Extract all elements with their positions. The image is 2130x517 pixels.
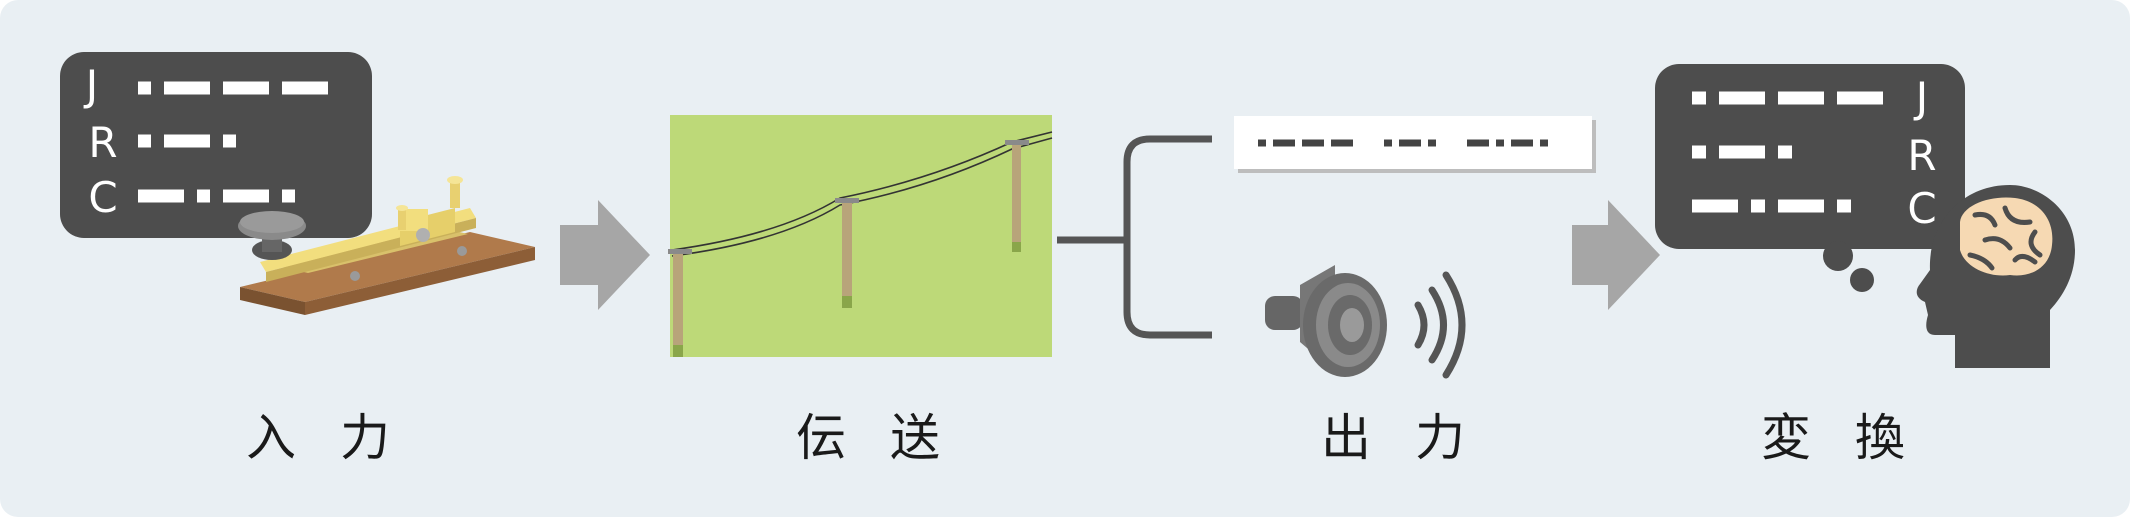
output-tape-codes xyxy=(1258,139,1548,147)
input-code-2-dot xyxy=(282,189,295,203)
convert-letter-j: J xyxy=(1913,73,1928,122)
morse-key-icon xyxy=(238,176,535,315)
convert-code-2-dash xyxy=(1778,199,1824,213)
arrow-output-to-convert xyxy=(1572,200,1660,310)
convert-code-2-dash xyxy=(1692,199,1738,213)
human-head-icon xyxy=(1916,185,2075,368)
arrow-input-to-transmission xyxy=(560,200,650,310)
input-letter-j: J xyxy=(83,61,98,110)
convert-code-2-dot xyxy=(1751,199,1765,213)
input-code-2-dot xyxy=(197,189,210,203)
convert-code-2-dot xyxy=(1837,199,1851,213)
tape-code-2-dot xyxy=(1540,139,1548,147)
input-code-0-dot xyxy=(138,81,151,95)
thought-bubble-small xyxy=(1850,268,1874,292)
convert-code-0-dot xyxy=(1692,91,1706,105)
convert-code-1-dot xyxy=(1778,145,1792,159)
tape-code-1-dash xyxy=(1399,139,1421,147)
tape-code-0-dash xyxy=(1273,139,1295,147)
input-code-1-dot xyxy=(138,134,151,148)
thought-bubble-large xyxy=(1823,241,1853,271)
stage-label-input: 入力 xyxy=(246,409,434,467)
tape-code-1-dot xyxy=(1428,139,1436,147)
tape-code-2-dot xyxy=(1496,139,1504,147)
input-code-2-dash xyxy=(138,189,184,203)
tape-code-2-dash xyxy=(1511,139,1533,147)
tape-code-0-dash xyxy=(1302,139,1324,147)
convert-code-0-dash xyxy=(1837,91,1883,105)
convert-letter-r: R xyxy=(1907,131,1936,180)
stage-label-transmission: 伝送 xyxy=(796,409,984,467)
convert-code-0-dash xyxy=(1778,91,1824,105)
convert-morse-codes xyxy=(1692,91,1883,213)
convert-code-1-dash xyxy=(1719,145,1765,159)
convert-stage: J R C xyxy=(1655,64,2075,368)
output-split-bracket xyxy=(1057,135,1212,339)
input-code-1-dot xyxy=(223,134,236,148)
convert-letter-c: C xyxy=(1907,184,1936,233)
input-stage: J R C xyxy=(60,52,535,315)
paper-tape-icon xyxy=(1234,116,1596,173)
tape-code-0-dash xyxy=(1331,139,1353,147)
input-code-0-dash xyxy=(223,81,269,95)
stage-label-output: 出力 xyxy=(1321,409,1509,467)
convert-code-1-dot xyxy=(1692,145,1706,159)
telegraph-poles-icon xyxy=(668,115,1053,357)
input-morse-codes xyxy=(138,81,328,203)
tape-code-0-dot xyxy=(1258,139,1266,147)
input-code-0-dash xyxy=(164,81,210,95)
tape-code-2-dash xyxy=(1467,139,1489,147)
input-code-1-dash xyxy=(164,134,210,148)
tape-code-1-dot xyxy=(1384,139,1392,147)
input-code-0-dash xyxy=(282,81,328,95)
stage-label-convert: 変換 xyxy=(1761,409,1949,467)
convert-code-0-dash xyxy=(1719,91,1765,105)
input-letter-c: C xyxy=(88,173,117,222)
input-letter-r: R xyxy=(88,118,117,167)
input-code-2-dash xyxy=(223,189,269,203)
speaker-icon xyxy=(1265,265,1466,379)
